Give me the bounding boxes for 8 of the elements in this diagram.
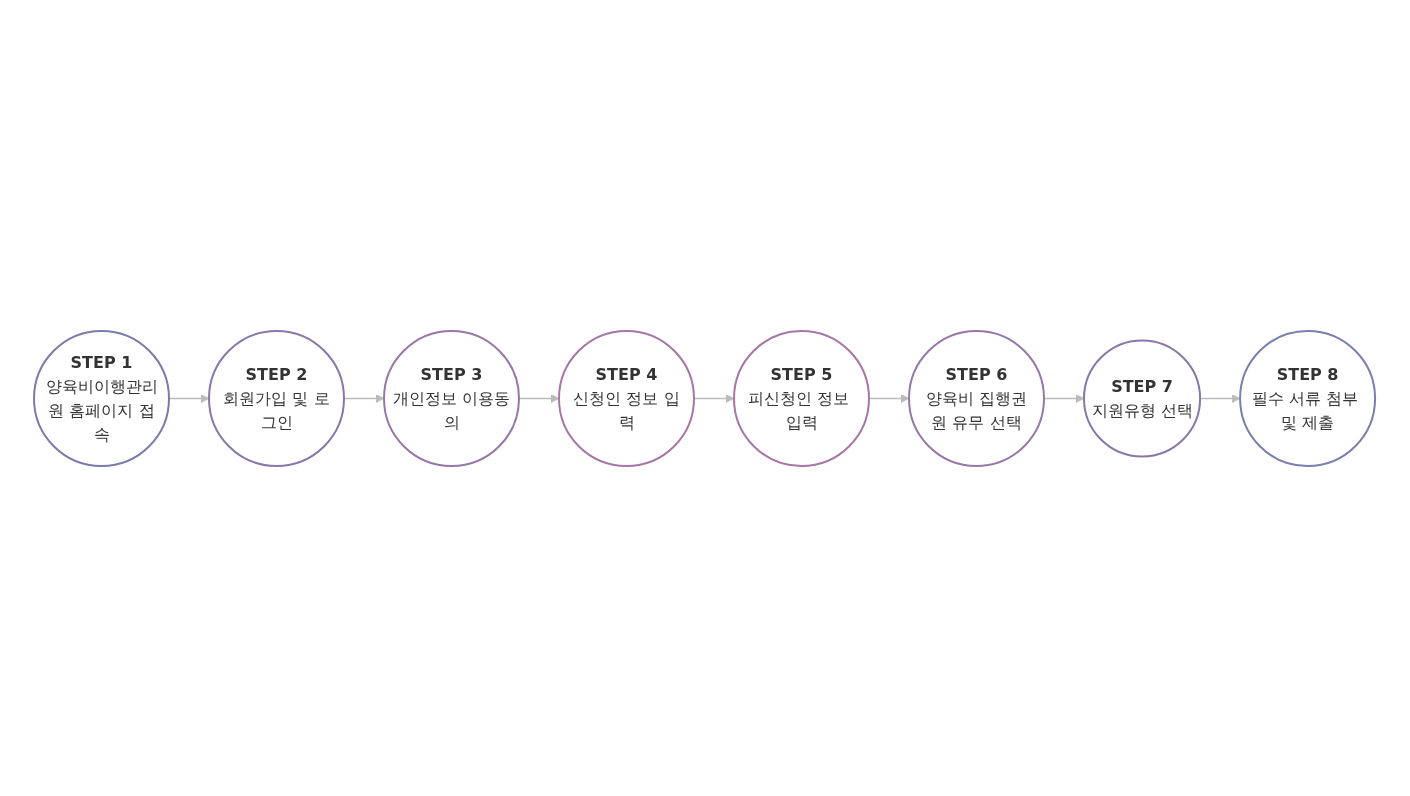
node-circle: STEP 8 필수 서류 첨부 및 제출 (1239, 329, 1377, 467)
node-circle: STEP 7 지원유형 선택 (1083, 338, 1202, 458)
node-circle: STEP 5 피신청인 정보 입력 (733, 329, 871, 467)
node-circle: STEP 6 양육비 집행권원 유무 선택 (908, 329, 1046, 467)
node-circle: STEP 2 회원가입 및 로그인 (208, 329, 346, 467)
node-circle: STEP 3 개인정보 이용동의 (383, 329, 521, 467)
node-circle: STEP 4 신청인 정보 입력 (558, 329, 696, 467)
node-circle: STEP 1 양육비이행관리원 홈페이지 접속 (33, 329, 171, 467)
